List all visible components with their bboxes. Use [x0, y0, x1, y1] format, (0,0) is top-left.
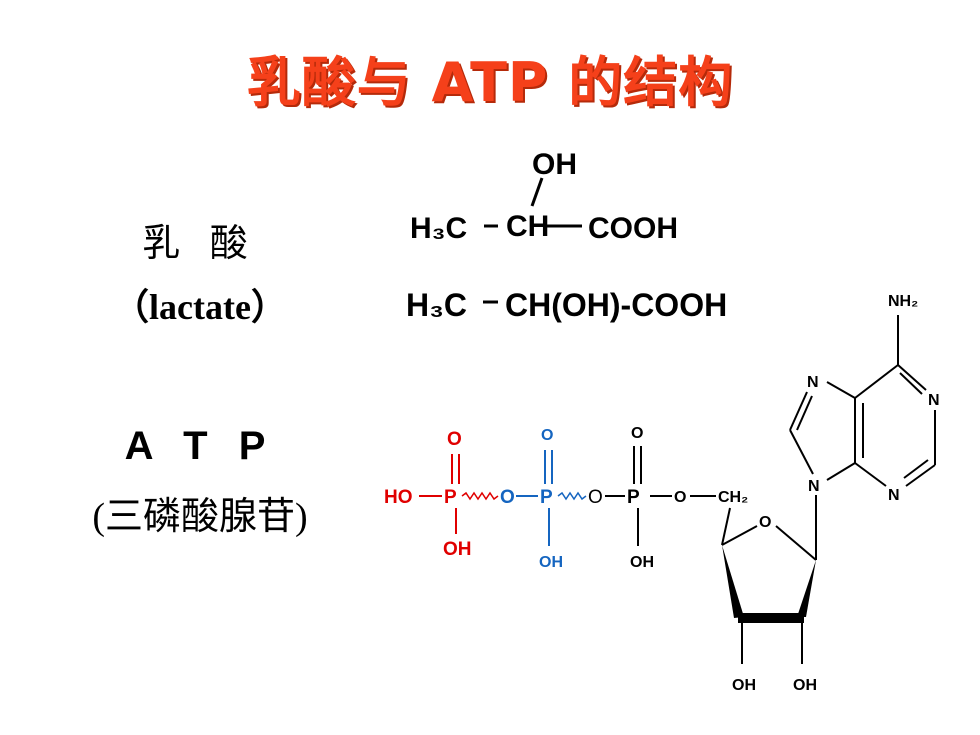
atp-adenine: N N N N NH₂	[789, 293, 940, 504]
lactate-condensed-formula: H₃C CH(OH)-COOH	[406, 287, 727, 323]
atp-label-cn: (三磷酸腺苷)	[92, 496, 308, 538]
adenine-n3: N	[888, 487, 900, 504]
lactate-oh: OH	[532, 148, 577, 181]
lactate-h3c: H₃C	[410, 212, 467, 245]
atp-label: A T P	[124, 424, 276, 468]
lactate2-rest: CH(OH)-COOH	[505, 287, 727, 323]
atp-p-alpha: P	[627, 487, 640, 508]
adenine-nh2: NH₂	[888, 293, 918, 310]
lactate-label-en: （lactate）	[113, 287, 287, 327]
lactate-oh-bond	[530, 177, 544, 207]
atp-o-alpha: O	[631, 425, 643, 442]
atp-oh-gamma: OH	[443, 539, 472, 560]
page-title: 乳酸与 ATP 的结构	[246, 51, 734, 114]
lactate-structural-formula: OH H₃C CH COOH	[410, 148, 678, 245]
lactate-label-cn: 乳 酸	[142, 223, 258, 265]
atp-o-bridge-1: O	[500, 487, 515, 508]
lactate-ch: CH	[506, 210, 549, 243]
atp-ch2: CH₂	[718, 489, 748, 506]
atp-o-gamma: O	[447, 429, 462, 450]
lactate2-h3c: H₃C	[406, 287, 467, 323]
atp-ho: HO	[384, 487, 413, 508]
atp-phosphate-chain: HO P O OH O P O OH O P O OH O CH₂	[384, 425, 748, 571]
ribose-oh-right: OH	[793, 677, 817, 694]
adenine-n9: N	[808, 478, 820, 495]
atp-o-ester: O	[674, 489, 686, 506]
high-energy-bond-1	[461, 491, 499, 501]
atp-o-bridge-2: O	[588, 487, 603, 508]
adenine-n7: N	[807, 374, 819, 391]
ribose-ring-o: O	[759, 514, 771, 531]
atp-o-beta: O	[541, 427, 553, 444]
atp-oh-beta: OH	[539, 554, 563, 571]
ribose-oh-left: OH	[732, 677, 756, 694]
atp-ribose: O OH OH	[721, 495, 817, 694]
lactate-cooh: COOH	[588, 212, 678, 245]
atp-p-beta: P	[540, 487, 553, 508]
adenine-n1: N	[928, 392, 940, 409]
atp-p-gamma: P	[444, 487, 457, 508]
high-energy-bond-2	[557, 491, 587, 501]
atp-oh-alpha: OH	[630, 554, 654, 571]
